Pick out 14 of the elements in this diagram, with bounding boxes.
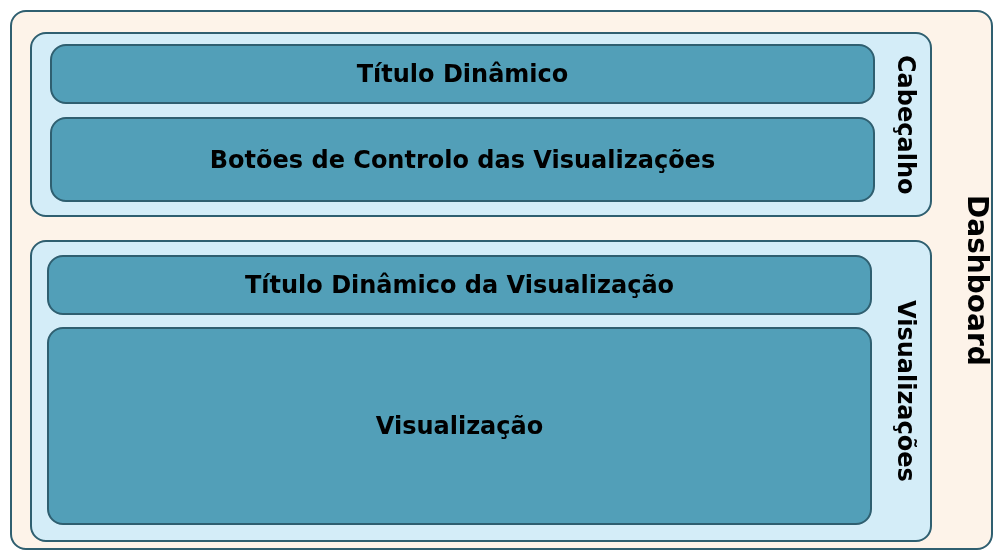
box-label: Título Dinâmico [356,60,569,88]
section-label: Visualizações [892,300,920,482]
dashboard-panel [10,10,993,550]
visualization-panel [47,327,872,525]
visualizations-section [30,240,932,542]
controls-bar [50,117,875,202]
section-label: Cabeçalho [892,54,920,195]
title-bar [50,44,875,104]
box-label: Botões de Controlo das Visualizações [209,145,716,174]
box-label: Título Dinâmico da Visualização [244,271,675,299]
section-label: Dashboard [960,194,994,366]
title-bar [47,255,872,315]
box-label: Visualização [375,412,544,440]
header-section [30,32,932,217]
